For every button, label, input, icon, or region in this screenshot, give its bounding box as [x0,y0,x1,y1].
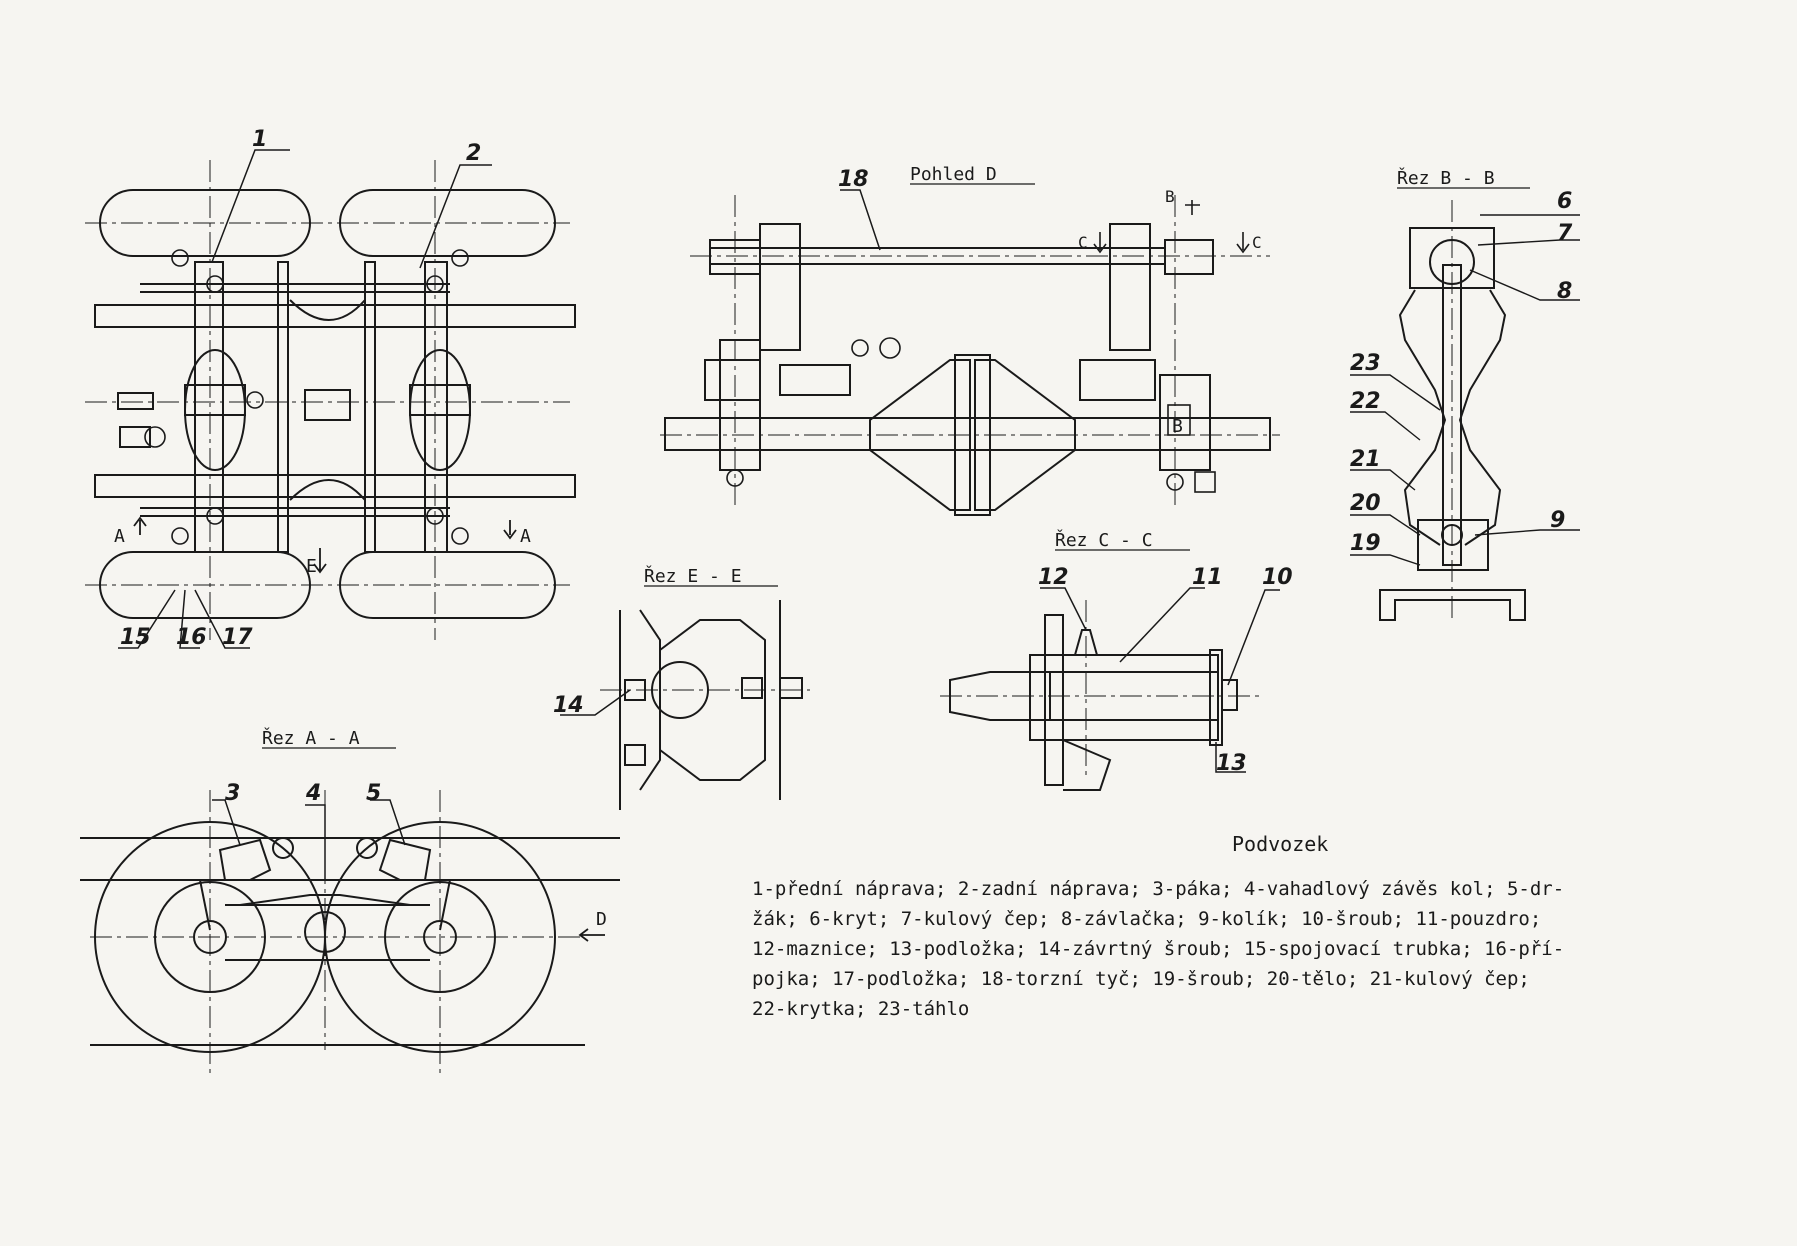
label-4: 4 [305,781,321,806]
section-ee [560,600,810,810]
label-12: 12 [1038,565,1069,590]
marker-a-left: A [114,526,125,547]
label-18: 18 [838,167,869,192]
label-6: 6 [1557,189,1572,214]
section-aa [80,790,620,1075]
marker-b-side: B [1172,416,1183,437]
label-10: 10 [1262,565,1293,590]
plan-view [85,149,576,649]
marker-c-left: C [1078,233,1088,252]
label-11: 11 [1192,565,1223,590]
label-1: 1 [252,127,267,152]
label-8: 8 [1557,279,1572,304]
label-21: 21 [1350,447,1381,472]
section-bb [1350,200,1580,621]
label-23: 23 [1350,351,1381,376]
label-17: 17 [222,625,253,650]
label-19: 19 [1350,531,1381,556]
view-title-rez-bb: Řez B - B [1397,167,1495,189]
caption-title: Podvozek [1232,832,1329,856]
marker-c-right: C [1252,233,1262,252]
view-title-rez-cc: Řez C - C [1055,529,1153,551]
label-3: 3 [225,781,240,806]
label-16: 16 [176,625,207,650]
label-22: 22 [1350,389,1381,414]
marker-d: D [596,909,607,930]
label-5: 5 [366,781,381,806]
label-13: 13 [1216,751,1247,776]
label-2: 2 [466,141,481,166]
label-9: 9 [1550,508,1565,533]
label-14: 14 [553,693,584,718]
marker-e: E [306,556,317,577]
label-20: 20 [1350,491,1381,516]
view-title-rez-aa: Řez A - A [262,727,360,749]
marker-a-right: A [520,526,531,547]
section-cc [940,587,1280,791]
label-7: 7 [1557,221,1573,246]
caption-text: 1-přední náprava; 2-zadní náprava; 3-pák… [752,878,1565,1020]
view-title-pohled-d: Pohled D [910,164,997,185]
label-15: 15 [120,625,151,650]
marker-b-top: B [1165,187,1175,206]
view-d [660,189,1280,516]
view-title-rez-ee: Řez E - E [644,565,742,587]
